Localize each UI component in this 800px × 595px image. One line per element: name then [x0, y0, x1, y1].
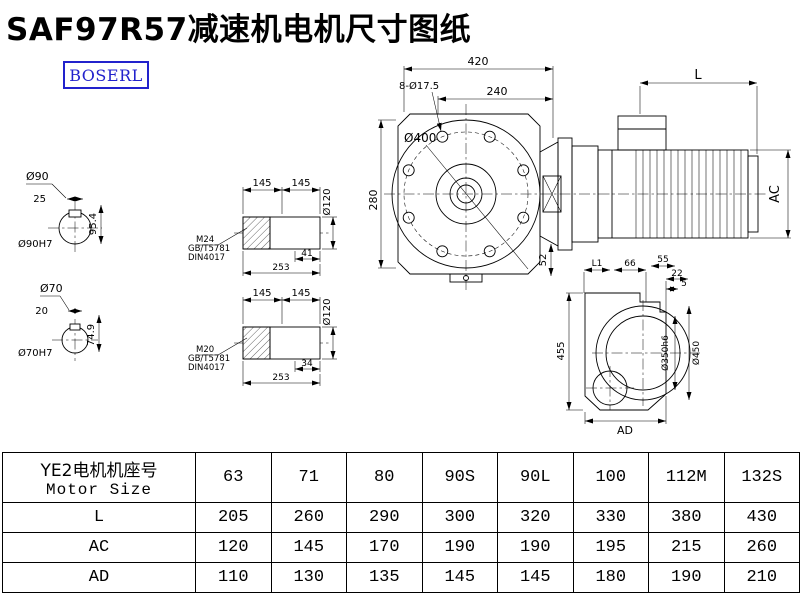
shaft-large-dia: Ø120: [321, 189, 333, 216]
motor-size-112m: 112M: [648, 452, 725, 503]
boserl-logo: BOSERL: [63, 61, 149, 89]
spigot-dia-label: Ø350h6: [660, 335, 671, 371]
shaft-small-thread-len: 34: [301, 359, 313, 369]
shaft-large-std1: GB/T5781: [188, 244, 230, 254]
motor-size-63: 63: [195, 452, 272, 503]
bolt-spacing-dim: 240: [487, 85, 508, 98]
motor-size-71: 71: [270, 452, 347, 503]
shaft-large-seg1: 145: [252, 178, 271, 189]
shaft-small-thread: M20: [196, 345, 214, 355]
motor-side-view: L AC: [539, 68, 791, 251]
motor-length-dim: L: [694, 68, 702, 83]
motor-size-header-en: Motor Size: [45, 481, 152, 499]
shaft-small-std2: DIN4017: [188, 363, 225, 373]
technical-drawing: Ø90 25 95.4 Ø90H7 Ø70 20 74.9 Ø70H7 145: [18, 55, 791, 437]
table-row-l: L 205 260 290 300 320 330 380 430: [2, 502, 800, 533]
overall-width-dim: 420: [468, 55, 489, 68]
shaft-small-seg1: 145: [252, 288, 271, 299]
shaft-end-view-large: Ø90 25 95.4 Ø90H7: [18, 170, 104, 254]
shaft70-bore-label: Ø70H7: [18, 347, 52, 359]
value-cell: 170: [346, 532, 423, 563]
side-height-dim: 455: [556, 341, 567, 360]
gearbox-side-view: 455 Ø350h6 Ø450 AD L1 66 55 22 5: [556, 255, 702, 437]
bolt-holes-label: 8-Ø17.5: [399, 80, 439, 92]
dim-55: 55: [657, 255, 668, 265]
shaft-small-total-len: 253: [272, 373, 289, 383]
table-row-ad: AD 110 130 135 145 145 180 190 210: [2, 562, 800, 593]
value-cell: 430: [723, 502, 800, 533]
motor-height-dim: AC: [768, 185, 783, 203]
shaft90-bore-label: Ø90H7: [18, 238, 52, 250]
height-dim: 280: [367, 190, 380, 211]
shaft70-bore-depth: 74.9: [86, 324, 97, 346]
shaft-large-total-len: 253: [272, 263, 289, 273]
shaft-end-view-small: Ø70 20 74.9 Ø70H7: [18, 282, 102, 361]
flange-dia-label: Ø400: [404, 131, 436, 145]
page-title: SAF97R57减速机电机尺寸图纸: [6, 12, 472, 48]
motor-size-header-cn: YE2电机机座号: [40, 461, 158, 481]
foot-offset-dim: 52: [538, 254, 549, 267]
shaft90-bore-depth: 95.4: [88, 213, 99, 235]
shaft90-dia-label: Ø90: [26, 170, 49, 183]
motor-dimension-table: YE2电机机座号 Motor Size 63 71 80 90S 90L 100…: [2, 452, 800, 593]
row-label-ac: AC: [2, 532, 196, 563]
table-header-row: YE2电机机座号 Motor Size 63 71 80 90S 90L 100…: [2, 452, 800, 503]
value-cell: 180: [572, 562, 649, 593]
value-cell: 190: [497, 532, 574, 563]
motor-size-90l: 90L: [497, 452, 574, 503]
table-row-ac: AC 120 145 170 190 190 195 215 260: [2, 532, 800, 563]
motor-size-80: 80: [346, 452, 423, 503]
shaft-large-thread: M24: [196, 235, 214, 245]
value-cell: 210: [723, 562, 800, 593]
dim-5: 5: [681, 279, 687, 289]
value-cell: 145: [270, 532, 347, 563]
shaft-side-view-small: 145 145 Ø120 M20 GB/T5781 DIN4017 34 253: [188, 288, 337, 386]
shaft90-key-width: 25: [33, 194, 46, 205]
side-flange-dia-label: Ø450: [691, 341, 702, 366]
row-label-l: L: [2, 502, 196, 533]
value-cell: 110: [195, 562, 272, 593]
value-cell: 205: [195, 502, 272, 533]
shaft70-dia-label: Ø70: [40, 282, 63, 295]
value-cell: 320: [497, 502, 574, 533]
dim-66: 66: [624, 259, 636, 269]
shaft-large-std2: DIN4017: [188, 253, 225, 263]
shaft-small-seg2: 145: [291, 288, 310, 299]
value-cell: 145: [497, 562, 574, 593]
shaft-side-view-large: 145 145 Ø120 M24 GB/T5781 DIN4017 41 253: [188, 178, 337, 276]
shaft-large-thread-len: 41: [301, 249, 312, 259]
value-cell: 190: [648, 562, 725, 593]
value-cell: 300: [421, 502, 498, 533]
value-cell: 130: [270, 562, 347, 593]
value-cell: 215: [648, 532, 725, 563]
shaft70-key-width: 20: [35, 306, 48, 317]
value-cell: 195: [572, 532, 649, 563]
dim-l1: L1: [592, 259, 603, 269]
value-cell: 190: [421, 532, 498, 563]
shaft-large-seg2: 145: [291, 178, 310, 189]
row-label-ad: AD: [2, 562, 196, 593]
value-cell: 135: [346, 562, 423, 593]
motor-size-90s: 90S: [421, 452, 498, 503]
value-cell: 290: [346, 502, 423, 533]
dim-22: 22: [671, 269, 682, 279]
logo-text: BOSERL: [69, 65, 143, 85]
value-cell: 330: [572, 502, 649, 533]
shaft-small-std1: GB/T5781: [188, 354, 230, 364]
motor-size-header-cell: YE2电机机座号 Motor Size: [2, 452, 196, 503]
motor-size-100: 100: [572, 452, 649, 503]
value-cell: 145: [421, 562, 498, 593]
shaft-small-dia: Ø120: [321, 299, 333, 326]
motor-size-132s: 132S: [723, 452, 800, 503]
side-width-dim: AD: [617, 424, 633, 437]
value-cell: 260: [723, 532, 800, 563]
value-cell: 120: [195, 532, 272, 563]
value-cell: 380: [648, 502, 725, 533]
value-cell: 260: [270, 502, 347, 533]
